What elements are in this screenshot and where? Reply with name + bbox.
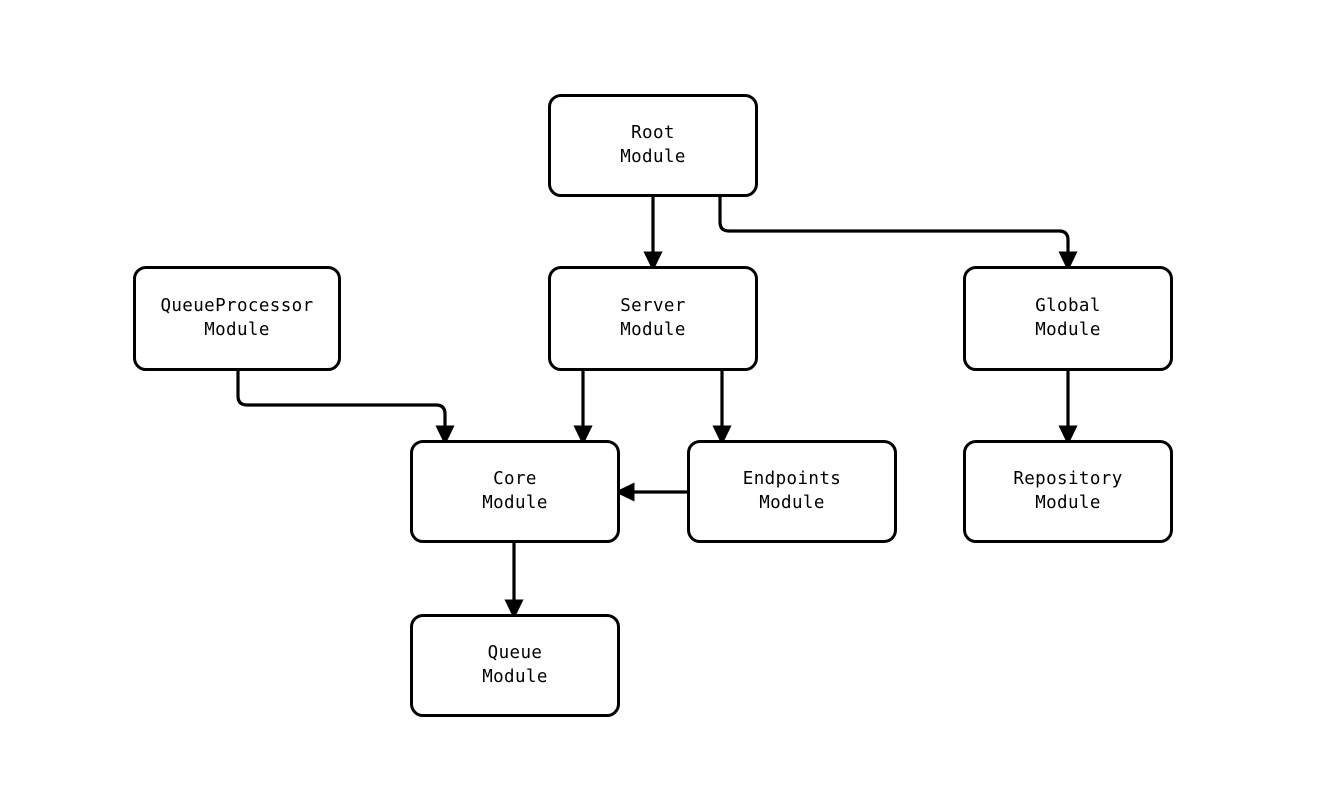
node-label-primary: Queue (487, 642, 543, 663)
node-label-primary: Endpoints (742, 468, 842, 489)
node-label-primary: QueueProcessor (160, 295, 314, 316)
edge-queueprocessor-to-core (236, 371, 455, 446)
node-label-secondary: Module (1035, 319, 1101, 340)
node-label-secondary: Module (759, 492, 825, 513)
node-label-secondary: Module (1035, 492, 1101, 513)
edge-root-to-global (718, 197, 1078, 272)
node-label-primary: Root (631, 122, 675, 143)
node-label-primary: Global (1035, 295, 1101, 316)
edges-group (236, 197, 1078, 620)
node-label-secondary: Module (620, 146, 686, 167)
node-label-primary: Repository (1013, 468, 1123, 489)
node-label-secondary: Module (620, 319, 686, 340)
node-label-secondary: Module (204, 319, 270, 340)
node-label-primary: Server (620, 295, 686, 316)
node-label-secondary: Module (482, 492, 548, 513)
node-label-primary: Core (493, 468, 537, 489)
node-label-secondary: Module (482, 666, 548, 687)
